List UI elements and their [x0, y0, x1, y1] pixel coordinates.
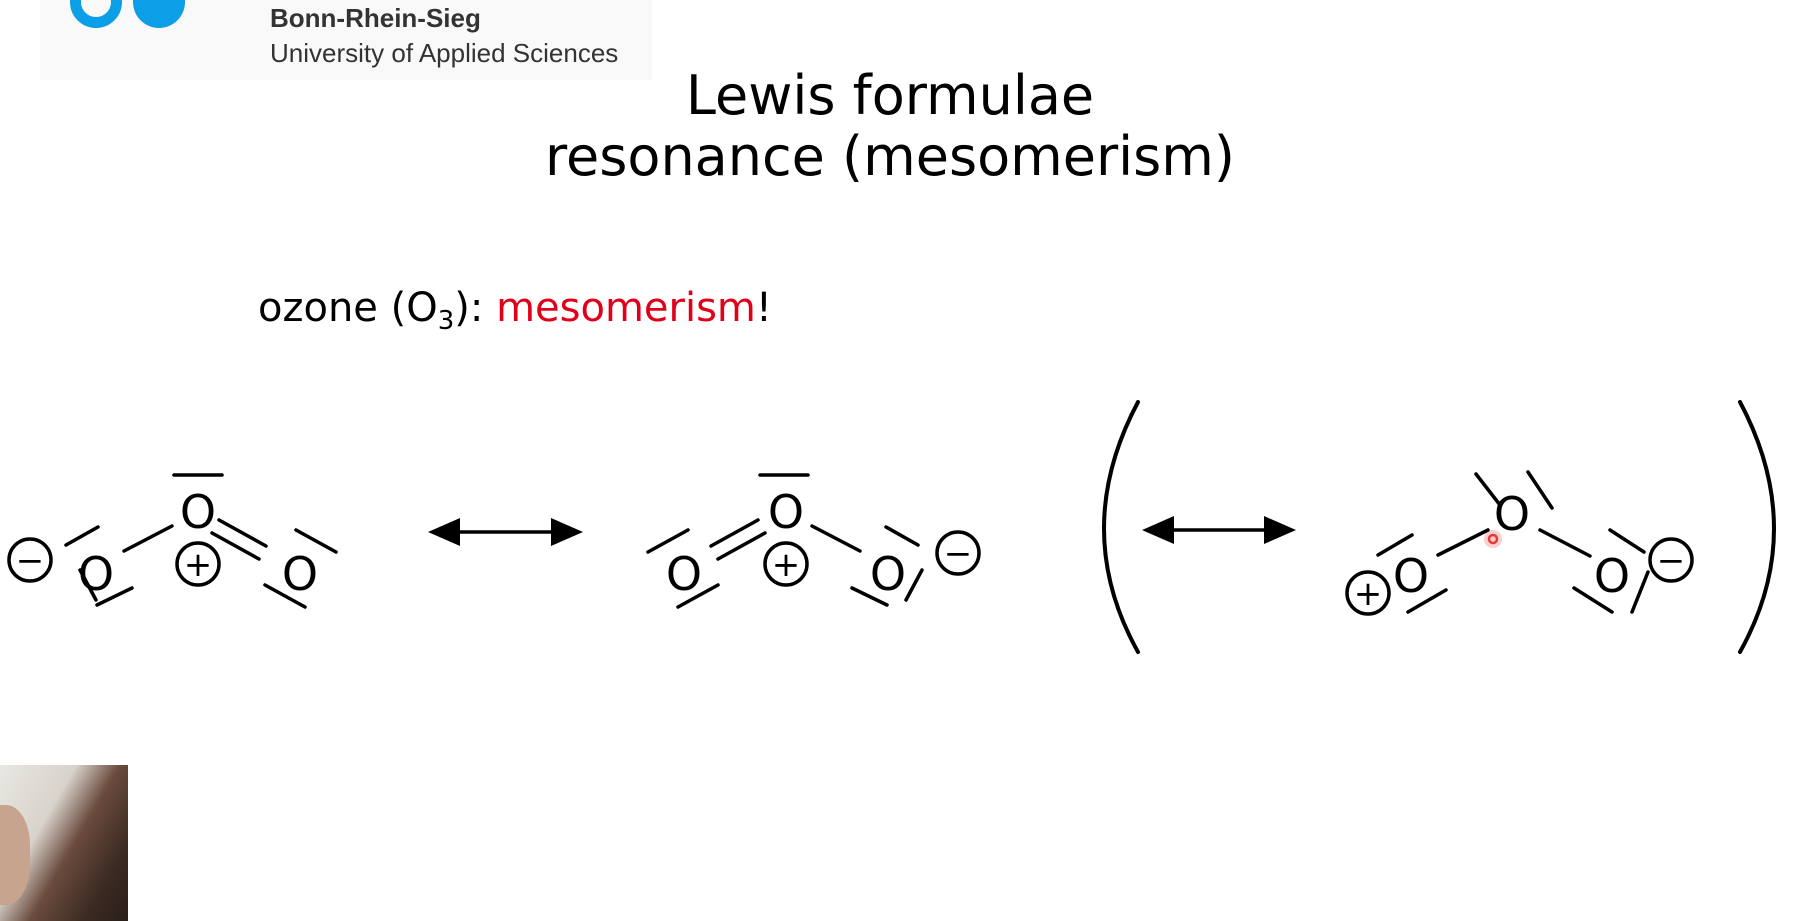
lone-pair-bar [1376, 533, 1414, 557]
charge-sign: − [1657, 541, 1686, 581]
lone-pair-bar [294, 528, 338, 554]
lone-pair-bar [884, 525, 920, 547]
ozone-prefix: ozone (O [258, 285, 438, 331]
slide-title-line1: Lewis formulae [685, 64, 1095, 127]
lone-pair-bar [263, 583, 307, 609]
ozone-exclamation: ! [755, 285, 772, 331]
lone-pair-bar [1630, 570, 1650, 614]
right-parenthesis [1738, 400, 1776, 654]
lone-pair-bar [64, 525, 100, 547]
logo-ring-icon [70, 0, 122, 28]
charge-sign: − [16, 541, 45, 581]
negative-charge-circle [1648, 537, 1694, 583]
left-parenthesis [1102, 400, 1140, 654]
university-subtitle: University of Applied Sciences [270, 38, 619, 68]
oxygen-atom-label: O [870, 547, 906, 601]
lone-pair-bar [1572, 586, 1614, 614]
lone-pair-bar [78, 568, 98, 602]
lone-pair-bar [1526, 470, 1554, 510]
charge-sign: + [1354, 574, 1383, 614]
university-logo: Bonn-Rhein-Sieg University of Applied Sc… [40, 0, 652, 80]
oxygen-atom-label: O [666, 547, 702, 601]
single-bond [810, 524, 862, 553]
ozone-subscript: 3 [437, 306, 455, 336]
oxygen-atom-label: O [180, 485, 216, 539]
university-name: Bonn-Rhein-Sieg [270, 3, 481, 33]
lone-pair-bar [1608, 528, 1646, 554]
double-bond-line [210, 531, 261, 561]
laser-pointer-dot [1487, 533, 1499, 545]
oxygen-atom-label: O [1594, 549, 1630, 603]
negative-charge-circle [7, 537, 53, 583]
slide-title-line2: resonance (mesomerism) [545, 125, 1235, 188]
arrowhead-right [1264, 516, 1296, 544]
resonance-structure-2 [646, 473, 981, 609]
single-bond [122, 524, 174, 553]
lone-pair-bar [646, 528, 690, 554]
double-bond-line [716, 531, 767, 561]
single-bond [1436, 528, 1490, 557]
laser-pointer-glow [1484, 530, 1502, 548]
positive-charge-circle [175, 541, 221, 587]
charge-sign: + [772, 545, 801, 585]
resonance-structure-1 [7, 473, 338, 609]
lone-pair-bar [850, 586, 889, 607]
negative-charge-circle [935, 530, 981, 576]
oxygen-atom-label: O [768, 485, 804, 539]
ozone-suffix: ): [454, 285, 497, 331]
charge-sign: + [184, 545, 213, 585]
mesomerism-highlight: mesomerism [496, 285, 756, 331]
ozone-heading: ozone (O3): mesomerism! [258, 285, 772, 336]
lone-pair-bar [1406, 588, 1448, 614]
presenter-face [0, 805, 30, 905]
presenter-webcam-thumbnail [0, 765, 128, 921]
arrowhead-left [1142, 516, 1174, 544]
oxygen-atom-label: O [282, 547, 318, 601]
resonance-structure-3 [1345, 470, 1694, 616]
charge-sign: − [944, 534, 973, 574]
arrowhead-left [428, 518, 460, 546]
double-bond-line [709, 518, 760, 548]
positive-charge-circle [763, 541, 809, 587]
single-bond [1538, 528, 1592, 558]
oxygen-atom-label: O [78, 547, 114, 601]
double-bond-line [217, 518, 268, 548]
positive-charge-circle [1345, 570, 1391, 616]
lone-pair-bar [95, 586, 134, 607]
arrowhead-right [551, 518, 583, 546]
lone-pair-bar [904, 568, 924, 602]
oxygen-atom-label: O [1494, 487, 1530, 541]
lone-pair-bar [1474, 472, 1502, 507]
oxygen-atom-label: O [1393, 549, 1429, 603]
lone-pair-bar [676, 583, 720, 609]
